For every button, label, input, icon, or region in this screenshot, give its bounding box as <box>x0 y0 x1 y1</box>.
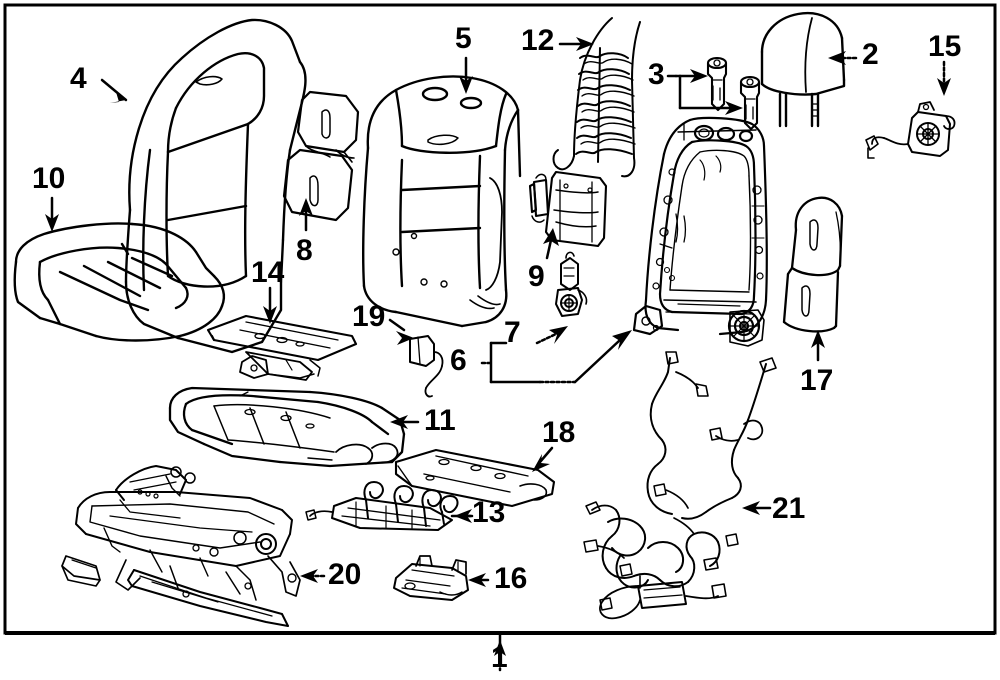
part-seat-adjuster-handle-bracket <box>393 555 469 601</box>
leader-1 <box>494 631 506 672</box>
leader-8 <box>299 198 313 232</box>
callout-label-3[interactable]: 3 <box>648 58 665 91</box>
leader-6 <box>480 330 632 384</box>
leader-11 <box>390 415 420 429</box>
part-seat-back-side-pad <box>282 90 360 222</box>
callout-label-10[interactable]: 10 <box>32 162 66 195</box>
callout-label-2[interactable]: 2 <box>862 38 879 71</box>
leader-18 <box>532 446 554 472</box>
callout-label-20[interactable]: 20 <box>328 558 362 591</box>
callout-label-9[interactable]: 9 <box>528 260 545 293</box>
callout-label-4[interactable]: 4 <box>70 62 87 95</box>
leader-5 <box>459 56 473 94</box>
callout-label-14[interactable]: 14 <box>251 256 285 289</box>
diagram-border <box>3 3 997 635</box>
leader-17 <box>811 330 825 362</box>
callout-leaders <box>45 37 951 672</box>
part-head-restraint-guides <box>706 56 761 131</box>
callout-label-13[interactable]: 13 <box>472 496 506 529</box>
callout-label-7[interactable]: 7 <box>504 316 521 349</box>
part-seat-back-frame <box>632 116 768 347</box>
callout-label-19[interactable]: 19 <box>352 300 386 333</box>
callout-label-6[interactable]: 6 <box>450 344 467 377</box>
part-cushion-spring-assembly <box>305 481 459 531</box>
part-seat-back-cover <box>124 18 307 354</box>
leader-7 <box>535 326 568 345</box>
part-seat-back-cushion-pad <box>362 75 522 328</box>
part-seat-cushion-pad <box>168 386 406 468</box>
part-head-restraint <box>760 11 846 128</box>
callout-label-17[interactable]: 17 <box>800 364 834 397</box>
leader-20 <box>300 569 326 583</box>
leader-16 <box>468 573 490 587</box>
part-seat-back-side-bolster <box>782 196 844 333</box>
callout-label-1[interactable]: 1 <box>491 641 508 674</box>
part-seat-belt-buckle-switch <box>409 335 444 398</box>
callout-label-5[interactable]: 5 <box>455 22 472 55</box>
leader-21 <box>742 501 772 515</box>
leader-14 <box>263 286 277 324</box>
leader-12 <box>558 37 594 51</box>
callout-label-16[interactable]: 16 <box>494 562 528 595</box>
callout-label-8[interactable]: 8 <box>296 234 313 267</box>
leader-9 <box>543 228 559 260</box>
leader-19 <box>388 318 414 345</box>
part-seat-cushion-panel <box>394 448 556 508</box>
callout-label-15[interactable]: 15 <box>928 30 962 63</box>
leader-15 <box>937 60 951 96</box>
part-seat-back-panel-upper <box>206 314 358 381</box>
leader-3 <box>666 69 743 115</box>
part-seat-wiring-harness <box>583 351 777 620</box>
callout-label-11[interactable]: 11 <box>424 404 456 437</box>
callout-label-12[interactable]: 12 <box>521 24 555 57</box>
leader-2 <box>828 51 858 65</box>
part-lumbar-support-spring-mat <box>552 17 641 178</box>
leader-10 <box>45 196 59 232</box>
part-seat-track-adjuster <box>61 465 301 627</box>
part-seat-cushion-cover <box>13 222 226 342</box>
callout-label-18[interactable]: 18 <box>542 416 576 449</box>
part-lumbar-support-module <box>528 170 608 248</box>
part-seat-position-motor <box>865 101 956 159</box>
leader-13 <box>450 509 474 523</box>
leader-4 <box>100 78 128 103</box>
part-recliner-motor <box>555 251 588 317</box>
callout-label-21[interactable]: 21 <box>772 492 806 525</box>
